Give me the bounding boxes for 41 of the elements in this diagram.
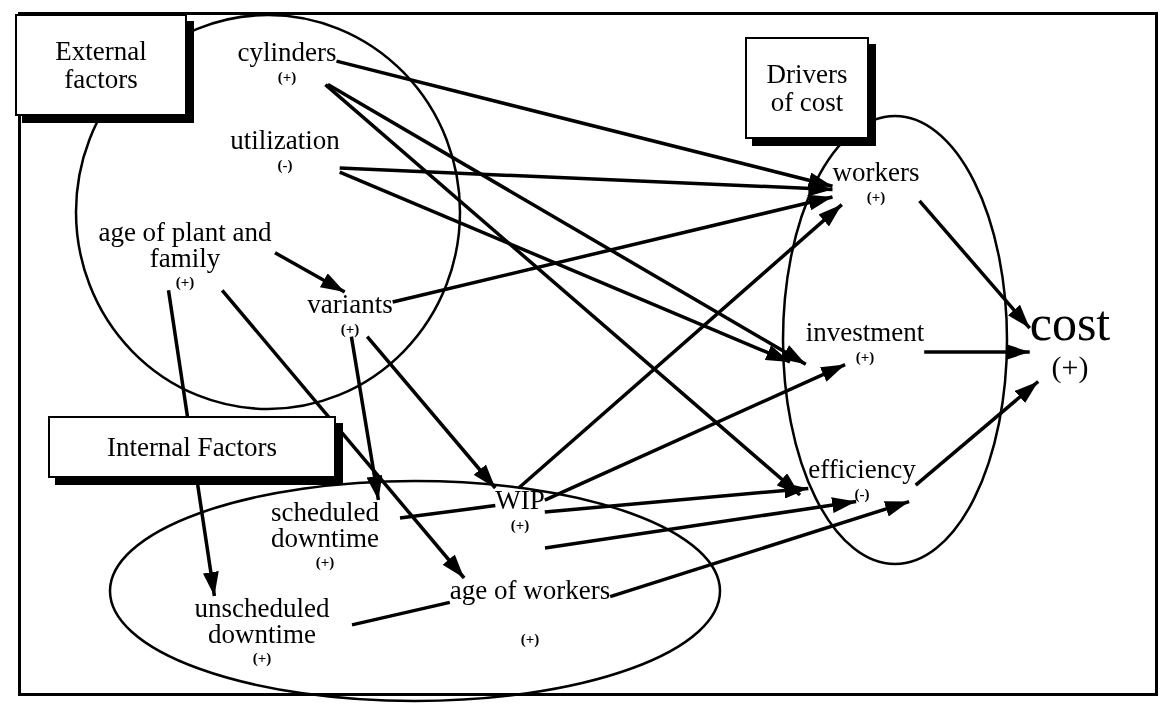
arrow xyxy=(609,498,910,599)
factor-label: utilization xyxy=(230,128,340,154)
factor-label: investment xyxy=(805,320,925,346)
factor-label: workers xyxy=(832,160,920,186)
sign-label: (+) xyxy=(866,189,886,205)
factor-label: WIP xyxy=(495,488,545,514)
factor-label: efficiency xyxy=(808,457,916,483)
sign-label: (+) xyxy=(340,321,360,337)
arrow xyxy=(349,336,384,501)
arrow xyxy=(274,251,346,294)
factor-label: variants xyxy=(307,292,393,318)
arrow xyxy=(924,344,1030,360)
sign-label: (+) xyxy=(277,69,297,85)
sign-label: (+) xyxy=(520,631,540,647)
arrow xyxy=(336,59,833,191)
arrow xyxy=(392,192,833,304)
sign-label: (+) xyxy=(252,651,272,667)
arrow xyxy=(327,83,807,366)
arrow xyxy=(918,199,1032,330)
factor-label: unscheduled downtime xyxy=(193,596,331,648)
arrow xyxy=(339,170,791,364)
arrow xyxy=(517,203,843,490)
arrow xyxy=(365,335,497,490)
arrow xyxy=(914,380,1040,487)
arrow xyxy=(544,363,846,502)
factor-label: age of workers xyxy=(449,578,611,604)
arrow xyxy=(339,166,833,197)
arrow xyxy=(220,289,466,580)
sign-label: (+) xyxy=(175,275,195,291)
arrow xyxy=(544,496,857,550)
sign-label: (+) xyxy=(315,555,335,571)
sign-label: (-) xyxy=(277,157,293,173)
factor-label: cost xyxy=(1029,300,1111,348)
factor-label: age of plant and family xyxy=(97,220,273,272)
sign-label: (+) xyxy=(1051,351,1089,382)
sign-label: (+) xyxy=(855,349,875,365)
sign-label: (-) xyxy=(854,486,870,502)
arrow xyxy=(324,83,802,497)
sign-label: (+) xyxy=(510,517,530,533)
factor-label: cylinders xyxy=(237,40,337,66)
factor-label: scheduled downtime xyxy=(270,500,380,552)
